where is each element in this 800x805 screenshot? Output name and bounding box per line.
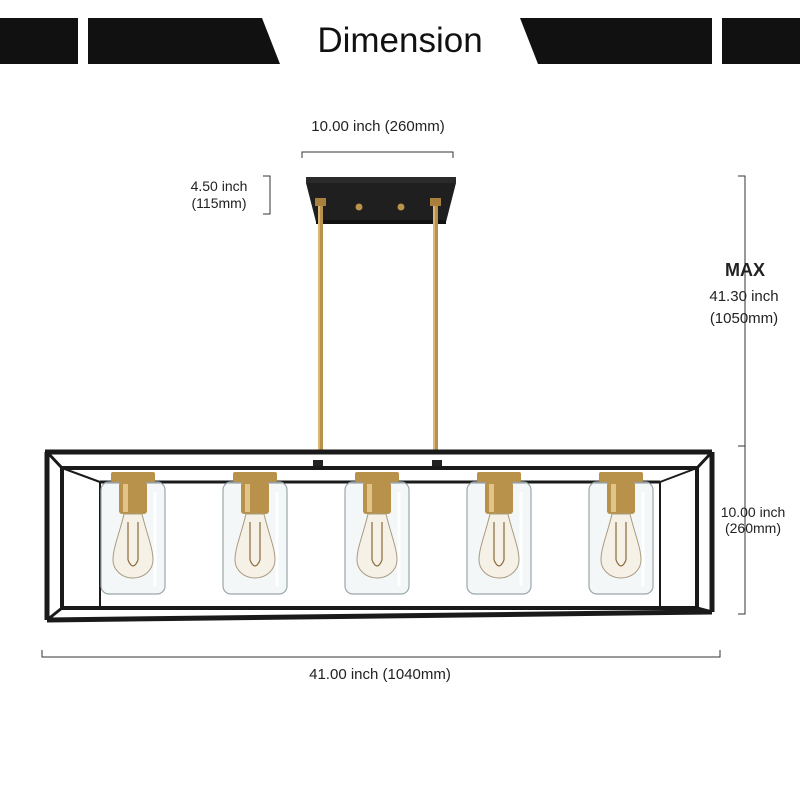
frame-height-line — [738, 445, 746, 615]
edison-bulb — [234, 513, 276, 579]
banner-left-block — [0, 18, 78, 64]
bulb-filament — [493, 522, 505, 567]
down-rods — [313, 198, 442, 466]
bulb-group — [100, 472, 654, 595]
canopy-height-line — [263, 175, 271, 215]
edison-bulb — [356, 513, 398, 579]
edison-bulb — [112, 513, 154, 579]
page-title: Dimension — [317, 21, 483, 60]
light-3 — [344, 472, 410, 595]
max-label: MAX — [725, 260, 765, 280]
canopy-screw-right — [397, 203, 405, 211]
light-1 — [100, 472, 166, 595]
cage-frame — [44, 449, 715, 623]
light-5 — [588, 472, 654, 595]
frame-height-mm-label: (260mm) — [724, 520, 781, 536]
header-banner — [0, 18, 800, 64]
bulb-filament — [127, 522, 139, 567]
brass-cap — [233, 472, 277, 482]
canopy-width-label: 10.00 inch (260mm) — [311, 118, 445, 135]
canopy — [306, 177, 456, 224]
frame-height-inch-label: 10.00 inch — [720, 504, 786, 520]
banner-left-bar — [88, 18, 280, 64]
brass-cap — [599, 472, 643, 482]
canopy-width-line — [301, 151, 454, 158]
light-4 — [466, 472, 532, 595]
canopy-screw-left — [355, 203, 363, 211]
brass-cap — [111, 472, 155, 482]
banner-right-bar — [520, 18, 712, 64]
dimension-lines — [41, 151, 746, 658]
edison-bulb — [478, 513, 520, 579]
light-2 — [222, 472, 288, 595]
max-height-mm-label: (1050mm) — [709, 310, 779, 327]
frame-length-line — [41, 650, 721, 658]
brass-cap — [477, 472, 521, 482]
canopy-height-mm-label: (115mm) — [191, 195, 247, 211]
bulb-filament — [615, 522, 627, 567]
bulb-filament — [371, 522, 383, 567]
frame-length-label: 41.00 inch (1040mm) — [309, 666, 451, 683]
max-height-inch-label: 41.30 inch — [709, 288, 779, 305]
brass-cap — [355, 472, 399, 482]
banner-right-block — [722, 18, 800, 64]
canopy-height-inch-label: 4.50 inch — [190, 178, 248, 194]
bulb-filament — [249, 522, 261, 567]
edison-bulb — [600, 513, 642, 579]
